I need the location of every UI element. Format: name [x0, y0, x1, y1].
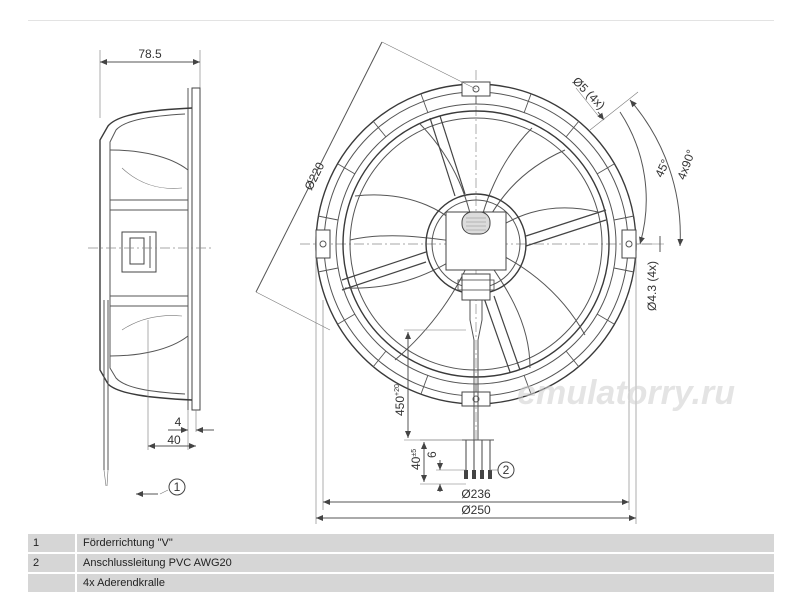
legend-text: Anschlussleitung PVC AWG20	[83, 557, 232, 569]
strip-length-value: 40	[409, 456, 423, 470]
legend-row: 2 Anschlussleitung PVC AWG20	[28, 554, 774, 572]
cable-length-tolerance: +20	[394, 384, 401, 396]
technical-drawing: 78.5 4 40	[88, 41, 735, 524]
cable-callout: 2	[503, 463, 510, 477]
legend-row: 1 Förderrichtung "V"	[28, 534, 774, 552]
angle-dimension: 45°	[652, 157, 672, 180]
outer-diameter-dimension: Ø250	[461, 503, 491, 517]
legend-number: 1	[28, 534, 77, 552]
inner-diameter-dimension: Ø236	[461, 487, 491, 501]
front-view: Ø220 Ø5 (4x) 45° 4x90° Ø4.3 (4x) 450+20 …	[255, 41, 698, 524]
wire-end-dimension: 6	[425, 451, 439, 458]
watermark: emulatorry.ru	[517, 374, 735, 412]
slot-dimension: Ø4.3 (4x)	[645, 261, 659, 311]
side-view: 78.5 4 40	[88, 47, 214, 497]
strip-length-tolerance: ±5	[411, 449, 418, 457]
angle-pattern-dimension: 4x90°	[674, 148, 698, 182]
strip-length-dimension: 40±5	[409, 449, 423, 470]
pitch-circle-dimension: Ø220	[302, 160, 328, 193]
airflow-callout: 1	[174, 480, 181, 494]
hole-dimension: Ø5 (4x)	[570, 74, 608, 112]
flange-thickness-dimension: 4	[175, 415, 182, 429]
legend-number	[28, 574, 77, 592]
top-divider	[28, 20, 774, 21]
legend-row: 4x Aderendkralle	[28, 574, 774, 592]
legend-table: 1 Förderrichtung "V" 2 Anschlussleitung …	[28, 534, 774, 594]
cable-offset-dimension: 40	[167, 433, 181, 447]
cable-length-value: 450	[393, 396, 407, 416]
legend-text: Förderrichtung "V"	[83, 537, 173, 549]
legend-text: 4x Aderendkralle	[83, 577, 165, 589]
depth-dimension: 78.5	[138, 47, 162, 61]
legend-number: 2	[28, 554, 77, 572]
cable-length-dimension: 450+20	[393, 384, 407, 416]
